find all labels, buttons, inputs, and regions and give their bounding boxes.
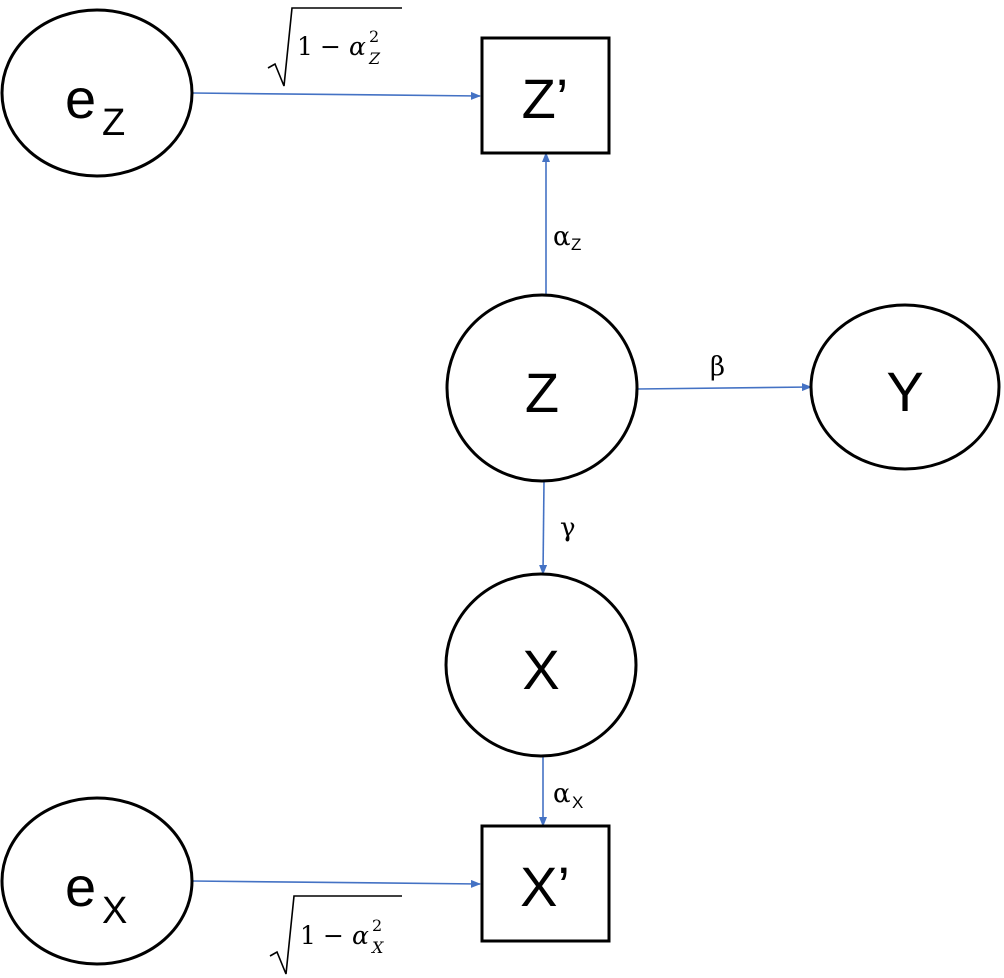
beta-symbol: β xyxy=(710,352,725,382)
radical-sign-x xyxy=(269,895,402,975)
node-z-circle xyxy=(445,293,639,483)
alpha-z-subscript: Z xyxy=(571,235,581,254)
node-zprime-label: Z’ xyxy=(522,67,569,130)
node-xprime-box xyxy=(480,824,611,943)
node-x-circle xyxy=(444,572,638,758)
label-sqrt-1-minus-alpha-x-squared: 1 − α 2 X xyxy=(269,895,402,975)
node-ex: e X xyxy=(0,796,194,966)
alpha-z-symbol: α xyxy=(553,222,571,252)
edge-z-to-y xyxy=(636,383,812,392)
node-x-label: X xyxy=(522,638,559,701)
node-z-label: Z xyxy=(525,361,559,424)
sqrt-x-subscript: X xyxy=(370,938,384,957)
sqrt-x-minus: − xyxy=(323,921,344,950)
node-ez-sub: Z xyxy=(102,102,125,144)
sqrt-z-exponent: 2 xyxy=(369,27,379,46)
edge-ez-to-zprime xyxy=(191,91,481,100)
node-zprime-box xyxy=(480,36,611,155)
label-gamma: γ xyxy=(560,513,576,543)
sqrt-x-one: 1 xyxy=(300,921,316,950)
sqrt-z-minus: − xyxy=(320,32,341,61)
node-y-circle xyxy=(809,303,1001,471)
node-ez-main: e xyxy=(65,67,96,130)
node-x: X xyxy=(444,572,638,758)
node-y-label: Y xyxy=(886,360,923,423)
node-ex-main: e xyxy=(65,855,96,918)
alpha-x-symbol: α xyxy=(553,779,571,809)
label-sqrt-1-minus-alpha-z-squared: 1 − α 2 Z xyxy=(267,7,402,87)
sqrt-z-subscript: Z xyxy=(368,49,381,68)
edge-ex-to-xprime xyxy=(191,879,481,888)
node-ez: e Z xyxy=(0,8,194,178)
sqrt-x-exponent: 2 xyxy=(372,916,382,935)
node-z: Z xyxy=(445,293,639,483)
label-alpha-z: α Z xyxy=(553,222,581,254)
radical-sign-z xyxy=(267,7,402,87)
edge-z-to-x xyxy=(539,480,548,575)
node-xprime: X’ xyxy=(480,824,611,943)
node-ex-circle xyxy=(0,796,194,966)
label-beta: β xyxy=(710,352,725,382)
label-alpha-x: α X xyxy=(553,779,583,812)
sqrt-z-alpha: α xyxy=(349,32,366,61)
gamma-symbol: γ xyxy=(560,513,576,543)
node-y: Y xyxy=(809,303,1001,471)
sqrt-z-one: 1 xyxy=(297,32,313,61)
node-zprime: Z’ xyxy=(480,36,611,155)
sqrt-x-alpha: α xyxy=(352,921,369,950)
node-ex-sub: X xyxy=(102,890,127,932)
node-ez-circle xyxy=(0,8,194,178)
node-xprime-label: X’ xyxy=(520,855,570,918)
alpha-x-subscript: X xyxy=(572,793,583,812)
